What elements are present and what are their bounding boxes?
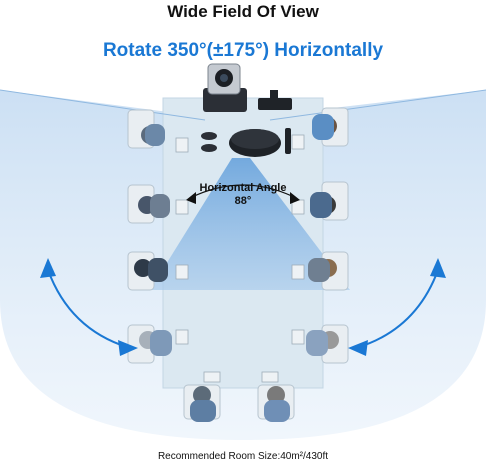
person-icon — [127, 324, 172, 364]
person-icon — [257, 384, 295, 422]
person-icon — [127, 184, 170, 224]
rotation-arrow-left — [47, 269, 131, 349]
person-icon — [127, 109, 165, 149]
soundbar-icon — [258, 90, 292, 110]
attendees — [127, 107, 349, 422]
arrowhead-left-bottom — [118, 340, 138, 356]
person-icon — [308, 251, 349, 291]
page-title: Wide Field Of View — [167, 2, 319, 21]
angle-arc — [189, 184, 297, 199]
person-icon — [310, 181, 349, 221]
person-icon — [183, 384, 221, 422]
person-icon — [312, 107, 349, 147]
horizontal-angle-value: 88° — [235, 195, 252, 207]
mic-icon — [201, 132, 217, 152]
rotation-subtitle: Rotate 350°(±175°) Horizontally — [102, 40, 384, 61]
desk-items — [175, 134, 305, 383]
person-icon — [306, 324, 349, 364]
horizontal-angle-beam — [150, 158, 350, 290]
arrowhead-left-top — [40, 258, 56, 278]
horizontal-angle-label: Horizontal Angle — [200, 182, 287, 194]
speakerphone-icon — [229, 129, 281, 157]
arrowhead-right-top — [430, 258, 446, 278]
arrowhead-right-bottom — [348, 340, 368, 356]
person-icon — [127, 251, 168, 291]
room-size-caption: Recommended Room Size:40m²/430ft — [157, 451, 329, 462]
rotation-arrow-right — [355, 269, 439, 349]
remote-control-icon — [285, 128, 291, 154]
ptz-camera-icon — [203, 63, 247, 112]
